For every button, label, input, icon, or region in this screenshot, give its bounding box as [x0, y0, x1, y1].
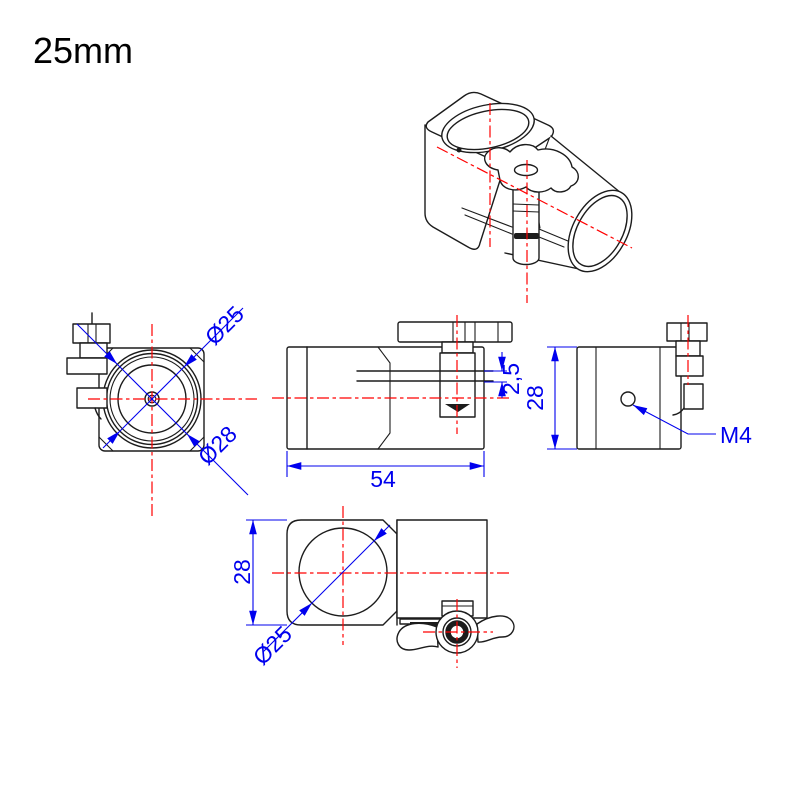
bottom-outline [286, 519, 515, 654]
iso-bore-inner [446, 108, 530, 151]
right-m4-hole [620, 391, 636, 407]
front-centerlines [88, 324, 257, 517]
side-outline [286, 321, 513, 450]
side-slot-dim-label: 2,5 [498, 363, 524, 395]
bottom-view: 28 Ø25 [229, 506, 515, 670]
page-title: 25mm [33, 30, 133, 71]
side-wing-knob [397, 321, 513, 343]
bottom-bore-dim-label: Ø25 [248, 621, 297, 670]
bottom-lever-right-wing [476, 615, 515, 643]
side-view: 54 2,5 [272, 315, 524, 492]
side-dimensions: 54 2,5 [286, 352, 524, 492]
side-centerlines [272, 315, 512, 434]
iso-m4-hole [456, 147, 462, 153]
right-dimensions: 28 M4 [522, 346, 752, 450]
right-view: 28 M4 [522, 315, 752, 450]
front-view: Ø25 Ø28 [66, 301, 257, 517]
iso-clamp-screw [484, 143, 579, 266]
bottom-bore-circle [298, 527, 388, 617]
bottom-lever-left-wing [396, 622, 439, 651]
side-length-dim-label: 54 [370, 466, 396, 492]
isometric-view [424, 91, 633, 303]
right-thread-dim-label: M4 [720, 422, 752, 448]
iso-centerlines [436, 103, 633, 303]
bottom-height-dim-label: 28 [229, 559, 255, 585]
right-height-dim-label: 28 [522, 385, 548, 411]
bottom-centerlines [272, 506, 512, 668]
front-bore-dim-label: Ø25 [200, 301, 249, 350]
